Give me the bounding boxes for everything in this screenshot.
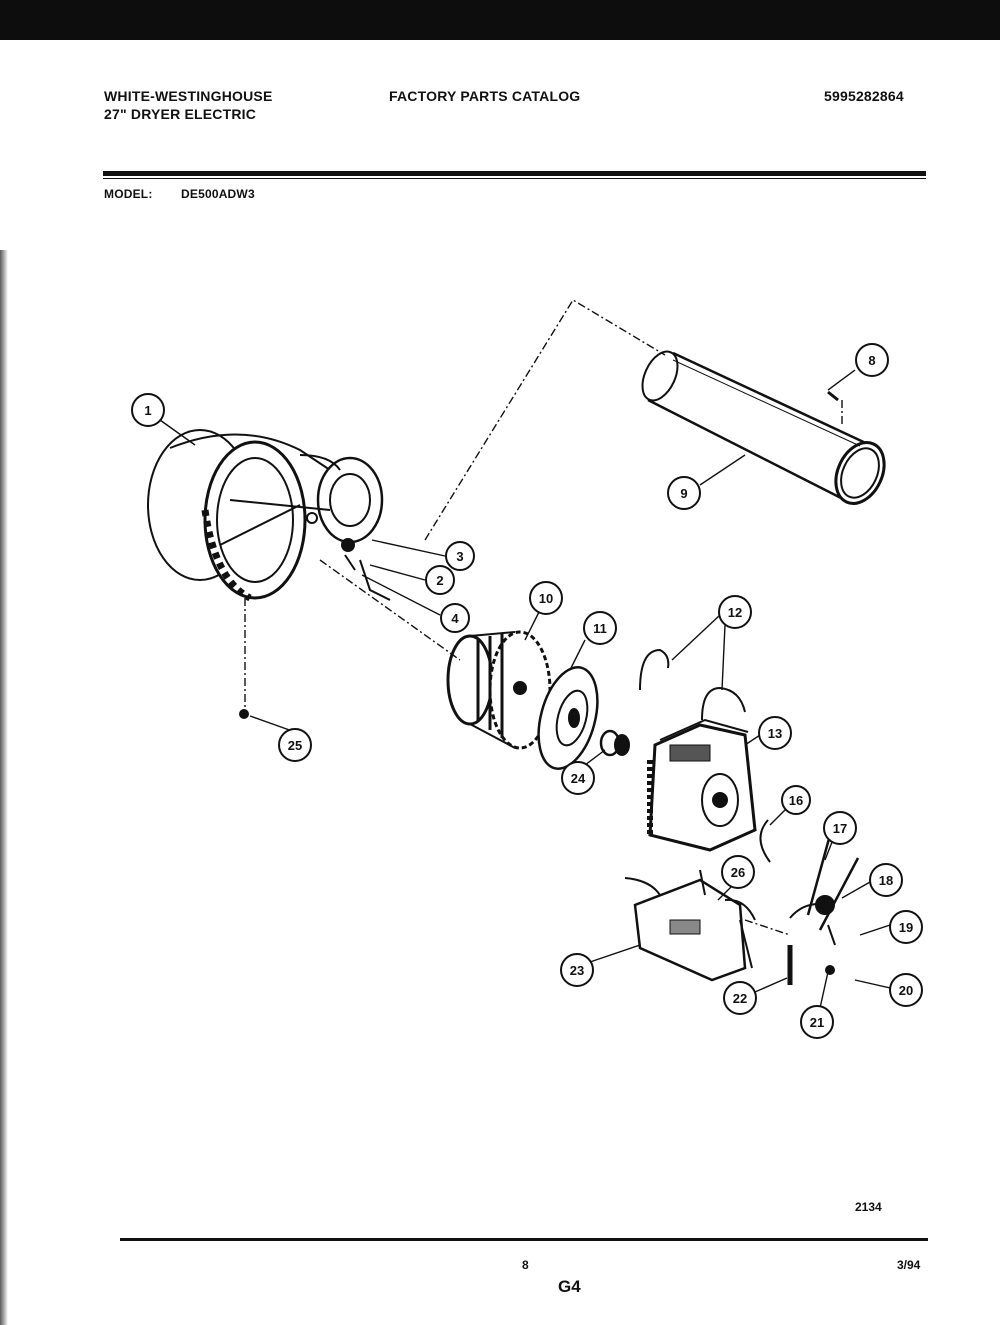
motor-mount bbox=[624, 869, 756, 982]
svg-text:3: 3 bbox=[456, 549, 463, 564]
drive-motor bbox=[647, 718, 757, 852]
callout-11: 11 bbox=[583, 611, 617, 645]
drawing-code: 2134 bbox=[855, 1200, 882, 1214]
callout-20: 20 bbox=[889, 973, 923, 1007]
blower-housing bbox=[147, 429, 384, 602]
svg-text:9: 9 bbox=[680, 486, 687, 501]
revision-date: 3/94 bbox=[897, 1258, 921, 1272]
blower-seal bbox=[537, 666, 599, 770]
header-rule bbox=[103, 171, 926, 176]
callout-8: 8 bbox=[855, 343, 889, 377]
catalog-title: FACTORY PARTS CATALOG bbox=[389, 88, 581, 104]
callout-1: 1 bbox=[131, 393, 165, 427]
svg-text:24: 24 bbox=[571, 771, 586, 786]
scan-left-edge bbox=[0, 250, 8, 1325]
catalog-part-number: 5995282864 bbox=[824, 88, 904, 104]
product-subtitle: 27" DRYER ELECTRIC bbox=[104, 106, 257, 122]
svg-text:23: 23 bbox=[570, 963, 584, 978]
svg-text:20: 20 bbox=[899, 983, 913, 998]
model-label: MODEL: bbox=[104, 187, 153, 201]
brand-title: WHITE-WESTINGHOUSE bbox=[104, 88, 273, 104]
svg-text:10: 10 bbox=[539, 591, 553, 606]
model-value: DE500ADW3 bbox=[181, 187, 255, 201]
svg-text:21: 21 bbox=[810, 1015, 824, 1030]
callout-21: 21 bbox=[800, 1005, 834, 1039]
svg-text:13: 13 bbox=[768, 726, 782, 741]
svg-text:19: 19 bbox=[899, 920, 913, 935]
svg-text:18: 18 bbox=[879, 873, 893, 888]
callout-19: 19 bbox=[889, 910, 923, 944]
callout-24: 24 bbox=[561, 761, 595, 795]
callout-25: 25 bbox=[278, 728, 312, 762]
assembly-lines bbox=[244, 299, 843, 936]
svg-text:26: 26 bbox=[731, 865, 745, 880]
svg-text:8: 8 bbox=[868, 353, 875, 368]
page-number: 8 bbox=[522, 1258, 529, 1272]
idler-assembly bbox=[787, 834, 860, 985]
section-code: G4 bbox=[558, 1277, 581, 1296]
callout-23: 23 bbox=[560, 953, 594, 987]
svg-text:11: 11 bbox=[593, 621, 607, 636]
svg-text:22: 22 bbox=[733, 991, 747, 1006]
callout-2: 2 bbox=[425, 565, 455, 595]
callout-17: 17 bbox=[823, 811, 857, 845]
callout-12: 12 bbox=[718, 595, 752, 629]
housing-clips bbox=[306, 512, 391, 601]
svg-text:17: 17 bbox=[833, 821, 847, 836]
exhaust-duct bbox=[641, 350, 886, 505]
blower-wheel bbox=[446, 630, 552, 750]
svg-text:25: 25 bbox=[288, 738, 302, 753]
coupling bbox=[599, 729, 630, 757]
motor-clip bbox=[759, 819, 771, 863]
callout-26: 26 bbox=[721, 855, 755, 889]
callout-3: 3 bbox=[445, 541, 475, 571]
callout-18: 18 bbox=[869, 863, 903, 897]
callout-9: 9 bbox=[667, 476, 701, 510]
svg-text:4: 4 bbox=[451, 611, 459, 626]
callout-4: 4 bbox=[440, 603, 470, 633]
svg-text:16: 16 bbox=[789, 793, 803, 808]
header-rule-thin bbox=[103, 178, 926, 179]
svg-text:1: 1 bbox=[144, 403, 151, 418]
scan-top-border bbox=[0, 0, 1000, 40]
footer-rule bbox=[120, 1238, 928, 1241]
callout-13: 13 bbox=[758, 716, 792, 750]
motor-clamps bbox=[639, 648, 746, 721]
svg-text:2: 2 bbox=[436, 573, 443, 588]
callout-10: 10 bbox=[529, 581, 563, 615]
callout-16: 16 bbox=[781, 785, 811, 815]
leader-lines bbox=[159, 369, 891, 1009]
callout-22: 22 bbox=[723, 981, 757, 1015]
svg-text:12: 12 bbox=[728, 605, 742, 620]
